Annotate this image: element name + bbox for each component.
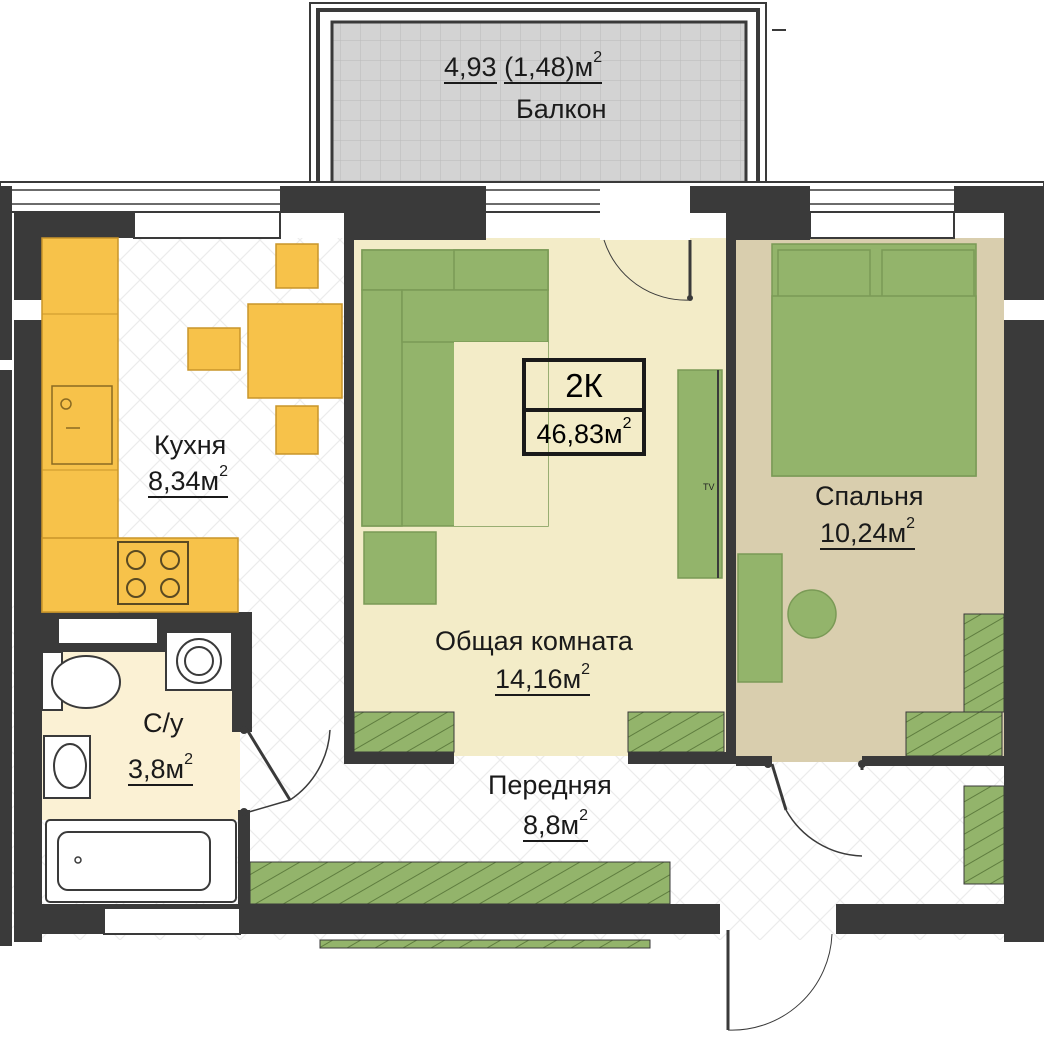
bed [771,243,977,477]
bedroom-area: 10,24м2 [820,515,916,550]
bathroom-fixtures [41,631,237,903]
apartment-type: 2К [565,367,603,404]
walls [0,186,1044,946]
balcony-floor [330,20,748,187]
doors [241,239,864,1031]
kitchen-name: Кухня [154,430,227,460]
ottoman [363,531,437,605]
wardrobes [249,613,1005,949]
tv-label: TV [703,482,715,492]
chair-round [787,589,837,639]
hall-name: Передняя [488,770,612,800]
sofa [361,249,549,527]
balcony-area-reduced: (1,48)м2 [504,49,603,84]
bathroom-area: 3,8м2 [128,751,194,786]
appliances [57,617,241,935]
tv-stand [677,369,723,579]
kitchen-area: 8,34м2 [148,463,229,498]
desk [737,553,783,683]
stove [117,541,189,605]
bedroom-name: Спальня [815,481,924,511]
hall-area: 8,8м2 [523,807,589,842]
balcony-area-label: 4,93 (1,48)м2 [444,49,603,84]
balcony-name: Балкон [516,94,607,124]
living-name: Общая комната [435,626,633,656]
apartment-badge: 2К 46,83м2 [522,358,646,456]
top-wall-band [0,181,1044,213]
balcony-area: 4,93 [444,52,497,84]
living-area: 14,16м2 [495,661,591,696]
bathroom-name: С/у [143,708,184,738]
dining-table [187,243,343,455]
apartment-total-area: 46,83м2 [536,415,632,449]
